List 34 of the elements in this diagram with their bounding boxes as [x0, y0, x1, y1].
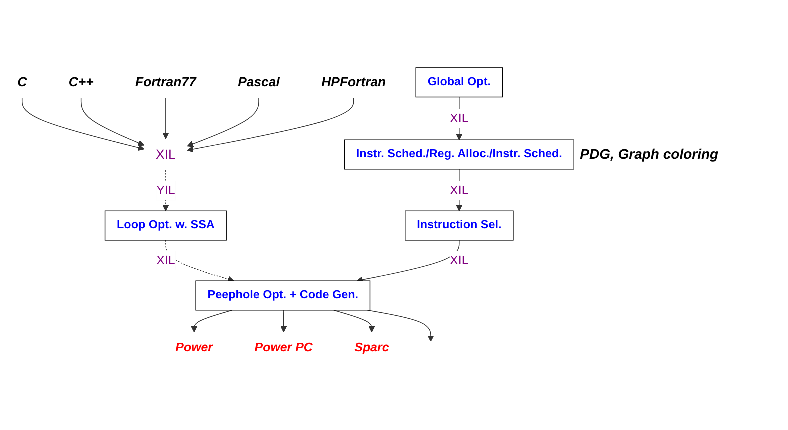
- node-annotation: PDG, Graph coloring: [580, 146, 719, 162]
- arrow: [356, 240, 460, 284]
- node-box: Loop Opt. w. SSA: [104, 210, 227, 241]
- edge-label: XIL: [450, 112, 469, 126]
- edge-label: YIL: [156, 184, 176, 198]
- arrow: [191, 310, 233, 333]
- arrow: [187, 98, 260, 148]
- node-text: XIL: [156, 147, 176, 162]
- arrow: [22, 98, 145, 152]
- arrow: [166, 240, 234, 283]
- node-text: HPFortran: [322, 75, 386, 90]
- arrow: [162, 98, 170, 140]
- node-box: Global Opt.: [416, 68, 504, 98]
- arrow: [456, 97, 463, 141]
- edge-label: XIL: [450, 254, 469, 268]
- node-box: Instruction Sel.: [405, 210, 514, 241]
- arrow: [280, 310, 288, 333]
- arrow: [80, 98, 145, 146]
- arrow: [187, 98, 354, 153]
- node-box: Instr. Sched./Reg. Alloc./Instr. Sched.: [344, 140, 574, 170]
- node-box: Peephole Opt. + Code Gen.: [196, 280, 371, 311]
- node-text: Sparc: [354, 340, 390, 355]
- node-text: Fortran77: [136, 75, 196, 90]
- node-text: C++: [68, 75, 94, 90]
- node-text: Power PC: [254, 340, 313, 355]
- arrow: [456, 169, 463, 212]
- edge-label: XIL: [450, 184, 469, 198]
- node-text: Pascal: [238, 75, 280, 90]
- node-text: C: [18, 75, 28, 90]
- arrow: [367, 310, 434, 342]
- arrow: [334, 310, 376, 333]
- node-text: Power: [176, 340, 214, 355]
- arrow: [162, 170, 170, 212]
- edge-label: XIL: [156, 254, 176, 268]
